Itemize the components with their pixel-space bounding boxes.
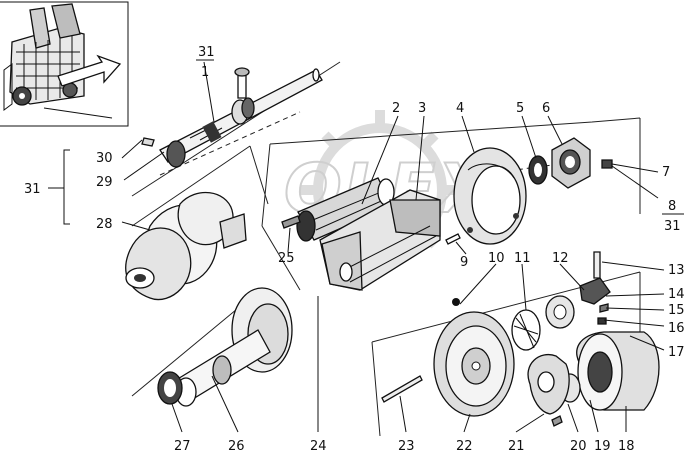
callout-3: 3 (418, 101, 426, 116)
callout-31-top: 31 (198, 45, 215, 60)
callout-22: 22 (456, 439, 473, 454)
clutch-housing-parts (527, 331, 660, 427)
callout-31-ref: 31 (664, 219, 681, 234)
auger-part (125, 191, 247, 301)
callout-13: 13 (668, 263, 685, 278)
callout-10: 10 (488, 251, 505, 266)
callout-6: 6 (542, 101, 550, 116)
callout-14: 14 (668, 287, 685, 302)
callout-9: 9 (460, 255, 468, 270)
callout-29: 29 (96, 175, 113, 190)
housing-cover-part (445, 147, 527, 245)
clutch-disc-parts (511, 277, 611, 351)
callouts: 2 3 4 5 6 7 9 10 11 12 13 14 15 16 17 18… (24, 101, 685, 454)
callout-18: 18 (618, 439, 635, 454)
callout-16: 16 (668, 321, 685, 336)
pin-parts (593, 251, 609, 325)
callout-20: 20 (570, 439, 587, 454)
callout-4: 4 (456, 101, 464, 116)
shaft-assembly (141, 67, 323, 168)
callout-11: 11 (514, 251, 531, 266)
pulley-part (381, 298, 515, 417)
callout-25: 25 (278, 251, 295, 266)
callout-21: 21 (508, 439, 525, 454)
callout-28: 28 (96, 217, 113, 232)
callout-12: 12 (552, 251, 569, 266)
callout-24: 24 (310, 439, 327, 454)
callout-8: 8 (668, 199, 676, 214)
hub-shaft-part (157, 287, 293, 407)
callout-30: 30 (96, 151, 113, 166)
callout-15: 15 (668, 303, 685, 318)
callout-17: 17 (668, 345, 685, 360)
callout-26: 26 (228, 439, 245, 454)
frame-part (319, 189, 441, 291)
callout-31-group: 31 (24, 182, 41, 197)
fraction-31-1: 31 1 (196, 45, 215, 80)
callout-5: 5 (516, 101, 524, 116)
callout-19: 19 (594, 439, 611, 454)
fraction-8-31: 8 31 (662, 199, 684, 234)
callout-1: 1 (201, 65, 209, 80)
callout-23: 23 (398, 439, 415, 454)
callout-7: 7 (662, 165, 670, 180)
callout-27: 27 (174, 439, 191, 454)
inset-machine-view (0, 1, 129, 127)
callout-2: 2 (392, 101, 400, 116)
bearing-flange-parts (528, 137, 613, 189)
group-bracket-31 (48, 149, 70, 225)
leader-lines (121, 61, 665, 433)
